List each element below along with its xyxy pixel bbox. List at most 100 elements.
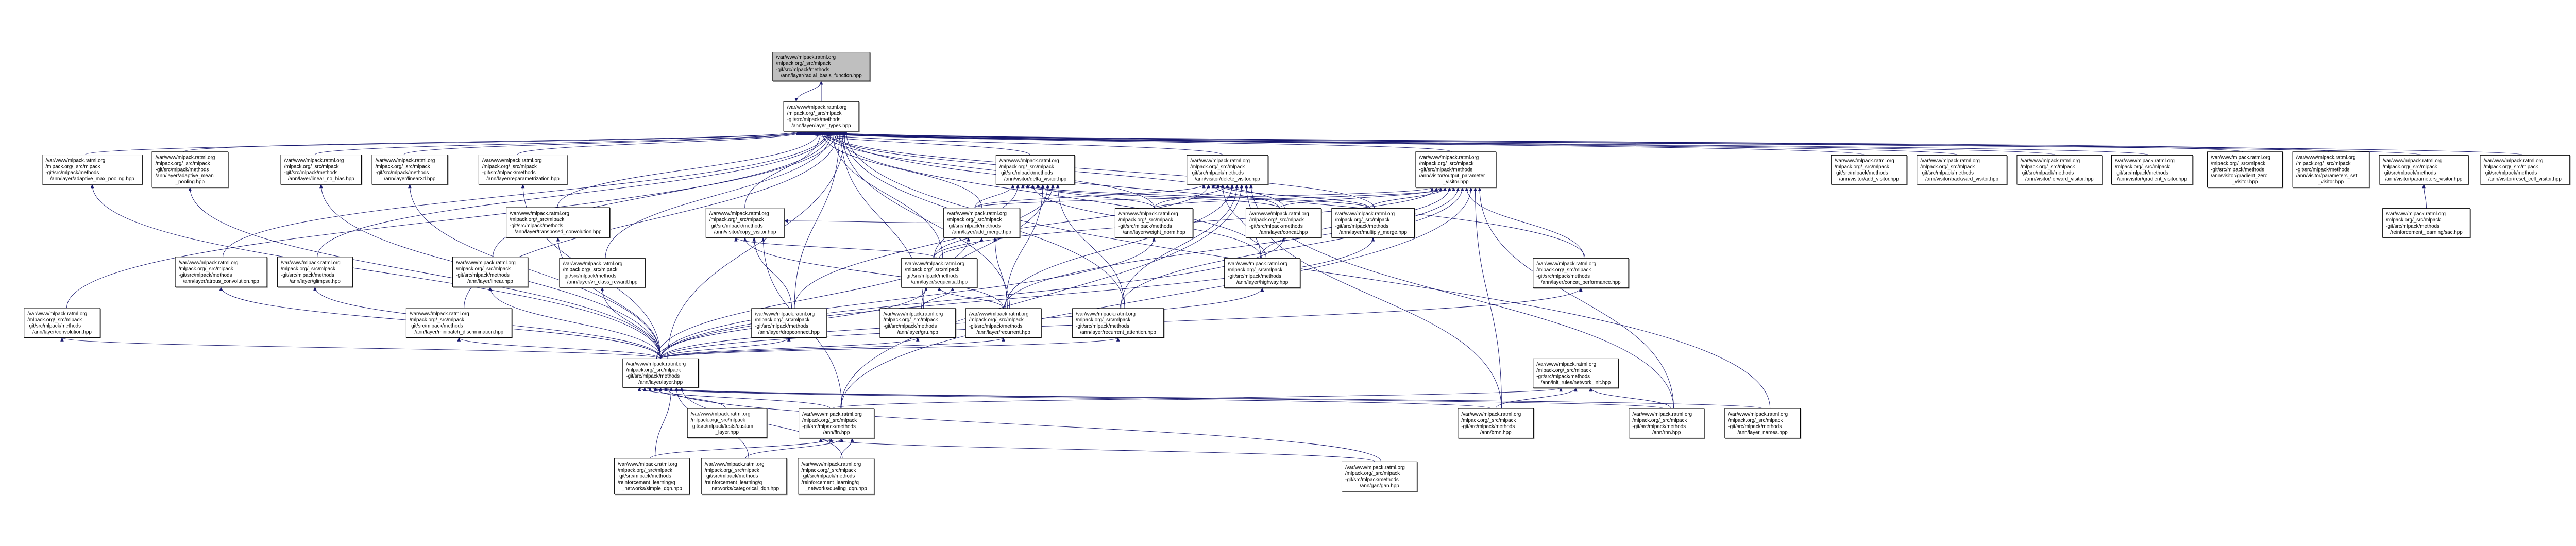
node-backward-visitor[interactable]: /var/www/mlpack.ratml.org/mlpack.org/_sr…: [1917, 155, 2008, 185]
edge-custom_layer-to-layer: [653, 387, 726, 409]
node-label-line: /mlpack.org/_src/mlpack: [1335, 217, 1389, 223]
node-label-line: -git/src/mlpack/methods: [947, 223, 1001, 229]
node-label-line: /reinforcement_learning/q: [801, 480, 858, 486]
edge-layer-to-multiply_merge: [660, 237, 1375, 359]
node-label-line: /var/www/mlpack.ratml.org: [1461, 412, 1521, 417]
node-label-line: /ann/visitor/parameters_set: [2296, 173, 2358, 179]
node-label-line: /ann/visitor/parameters_visitor.hpp: [2385, 177, 2463, 182]
node-reparametrization[interactable]: /var/www/mlpack.ratml.org/mlpack.org/_sr…: [478, 155, 568, 185]
node-reset-cell-visitor[interactable]: /var/www/mlpack.ratml.org/mlpack.org/_sr…: [2480, 155, 2571, 185]
edge-gan-to-layer: [664, 387, 1381, 462]
node-label-line: /mlpack.org/_src/mlpack: [1728, 418, 1783, 423]
node-add-visitor[interactable]: /var/www/mlpack.ratml.org/mlpack.org/_sr…: [1831, 155, 1908, 185]
node-label-line: /mlpack.org/_src/mlpack: [947, 217, 1002, 223]
edge-dropconnect-to-layer_types: [794, 130, 841, 309]
node-shadow: [406, 308, 513, 339]
node-parameters-set-visitor[interactable]: /var/www/mlpack.ratml.org/mlpack.org/_sr…: [2292, 151, 2370, 189]
node-copy-visitor[interactable]: /var/www/mlpack.ratml.org/mlpack.org/_sr…: [705, 208, 785, 238]
node-label-line: /ann/visitor/reset_cell_visitor.hpp: [2488, 177, 2562, 182]
node-adaptive-mean-pooling[interactable]: /var/www/mlpack.ratml.org/mlpack.org/_sr…: [151, 151, 229, 189]
node-box: [2111, 155, 2193, 185]
node-sequential[interactable]: /var/www/mlpack.ratml.org/mlpack.org/_sr…: [901, 258, 978, 288]
node-shadow: [799, 408, 875, 439]
node-vr-class-reward[interactable]: /var/www/mlpack.ratml.org/mlpack.org/_sr…: [559, 258, 646, 288]
node-label-line: /var/www/mlpack.ratml.org: [626, 361, 686, 367]
node-label-line: _visitor.hpp: [2317, 179, 2344, 185]
node-sac[interactable]: /var/www/mlpack.ratml.org/mlpack.org/_sr…: [2382, 208, 2471, 238]
node-layer-names[interactable]: /var/www/mlpack.ratml.org/mlpack.org/_sr…: [1724, 408, 1802, 439]
node-box: [943, 208, 1020, 238]
node-gan[interactable]: /var/www/mlpack.ratml.org/mlpack.org/_sr…: [1341, 461, 1418, 492]
node-delta-visitor[interactable]: /var/www/mlpack.ratml.org/mlpack.org/_sr…: [995, 155, 1076, 185]
node-forward-visitor[interactable]: /var/www/mlpack.ratml.org/mlpack.org/_sr…: [2016, 155, 2103, 185]
node-gradient-visitor[interactable]: /var/www/mlpack.ratml.org/mlpack.org/_sr…: [2111, 155, 2194, 185]
node-weight-norm[interactable]: /var/www/mlpack.ratml.org/mlpack.org/_sr…: [1114, 208, 1194, 238]
node-output-parameter-visitor[interactable]: /var/www/mlpack.ratml.org/mlpack.org/_sr…: [1415, 151, 1497, 189]
node-label-line: /mlpack.org/_src/mlpack: [969, 317, 1024, 323]
node-ffn[interactable]: /var/www/mlpack.ratml.org/mlpack.org/_sr…: [799, 408, 875, 439]
node-label-line: -git/src/mlpack/methods: [969, 323, 1023, 329]
node-gru[interactable]: /var/www/mlpack.ratml.org/mlpack.org/_sr…: [879, 308, 957, 339]
node-shadow: [2112, 156, 2194, 185]
node-label-line: /var/www/mlpack.ratml.org: [2484, 158, 2544, 164]
node-shadow: [1246, 209, 1322, 238]
edge-add_merge-to-output_parameter_visitor: [974, 186, 1434, 209]
node-transposed-convolution[interactable]: /var/www/mlpack.ratml.org/mlpack.org/_sr…: [506, 207, 611, 238]
node-highway[interactable]: /var/www/mlpack.ratml.org/mlpack.org/_sr…: [1224, 258, 1301, 289]
node-parameters-visitor[interactable]: /var/www/mlpack.ratml.org/mlpack.org/_sr…: [2379, 155, 2469, 185]
edge-rnn-to-layer: [649, 387, 1664, 409]
edge-reparametrization-to-layer_types: [517, 130, 805, 155]
node-shadow: [453, 257, 529, 288]
node-adaptive-max-pooling[interactable]: /var/www/mlpack.ratml.org/mlpack.org/_sr…: [42, 155, 143, 185]
node-simple-dqn[interactable]: /var/www/mlpack.ratml.org/mlpack.org/_sr…: [614, 458, 690, 496]
node-atrous-convolution[interactable]: /var/www/mlpack.ratml.org/mlpack.org/_sr…: [175, 257, 268, 288]
node-box: [701, 458, 787, 494]
node-label-line: /ann/layer/multiply_merge.hpp: [1339, 230, 1407, 235]
node-label-line: /var/www/mlpack.ratml.org: [1076, 311, 1136, 317]
node-glimpse[interactable]: /var/www/mlpack.ratml.org/mlpack.org/_sr…: [277, 257, 353, 288]
node-shadow: [278, 257, 353, 288]
node-layer[interactable]: /var/www/mlpack.ratml.org/mlpack.org/_sr…: [622, 358, 700, 388]
node-brnn[interactable]: /var/www/mlpack.ratml.org/mlpack.org/_sr…: [1458, 408, 1535, 439]
node-label-line: /mlpack.org/_src/mlpack: [2211, 161, 2265, 166]
node-label-line: -git/src/mlpack/methods: [482, 170, 536, 176]
node-rnn[interactable]: /var/www/mlpack.ratml.org/mlpack.org/_sr…: [1629, 408, 1705, 439]
node-layer-types[interactable]: /var/www/mlpack.ratml.org/mlpack.org/_sr…: [783, 101, 860, 132]
node-label-line: -git/src/mlpack/methods: [1118, 224, 1172, 229]
node-recurrent[interactable]: /var/www/mlpack.ratml.org/mlpack.org/_sr…: [965, 308, 1042, 339]
node-recurrent-attention[interactable]: /var/www/mlpack.ratml.org/mlpack.org/_sr…: [1072, 308, 1165, 339]
node-label-line: /reinforcement_learning/sac.hpp: [2390, 230, 2463, 235]
node-network-init[interactable]: /var/www/mlpack.ratml.org/mlpack.org/_sr…: [1533, 358, 1619, 389]
node-label-line: /mlpack.org/_src/mlpack: [776, 61, 831, 66]
node-label-line: -git/src/mlpack/methods: [1632, 424, 1686, 430]
edge-layer-to-highway: [660, 287, 1264, 359]
node-linear[interactable]: /var/www/mlpack.ratml.org/mlpack.org/_sr…: [452, 257, 529, 288]
node-dropconnect[interactable]: /var/www/mlpack.ratml.org/mlpack.org/_sr…: [751, 308, 827, 339]
node-add-merge[interactable]: /var/www/mlpack.ratml.org/mlpack.org/_sr…: [943, 208, 1021, 238]
node-concat[interactable]: /var/www/mlpack.ratml.org/mlpack.org/_sr…: [1245, 208, 1322, 238]
node-label-line: /var/www/mlpack.ratml.org: [281, 260, 341, 266]
node-shadow: [372, 155, 449, 185]
node-gradient-zero-visitor[interactable]: /var/www/mlpack.ratml.org/mlpack.org/_sr…: [2207, 151, 2284, 189]
node-label-line: _pooling.hpp: [175, 179, 205, 185]
node-label-line: /ann/visitor/delete_visitor.hpp: [1195, 177, 1260, 182]
node-label-line: -git/src/mlpack/methods: [709, 223, 763, 229]
node-categorical-dqn[interactable]: /var/www/mlpack.ratml.org/mlpack.org/_sr…: [701, 458, 788, 496]
node-label-line: -git/src/mlpack/methods: [1190, 170, 1244, 176]
node-concat-performance[interactable]: /var/www/mlpack.ratml.org/mlpack.org/_sr…: [1533, 258, 1630, 289]
node-custom-layer[interactable]: /var/www/mlpack.ratml.org/mlpack.org/_sr…: [687, 408, 768, 439]
node-box: [798, 458, 874, 494]
node-radial-basis-function[interactable]: /var/www/mlpack.ratml.org/mlpack.org/_sr…: [772, 52, 871, 82]
node-convolution[interactable]: /var/www/mlpack.ratml.org/mlpack.org/_sr…: [24, 308, 101, 339]
node-delete-visitor[interactable]: /var/www/mlpack.ratml.org/mlpack.org/_sr…: [1187, 155, 1269, 185]
node-dueling-dqn[interactable]: /var/www/mlpack.ratml.org/mlpack.org/_sr…: [798, 458, 875, 496]
node-shadow: [1832, 156, 1908, 185]
node-box: [1917, 155, 2007, 185]
node-linear-no-bias[interactable]: /var/www/mlpack.ratml.org/mlpack.org/_sr…: [280, 155, 363, 185]
node-multiply-merge[interactable]: /var/www/mlpack.ratml.org/mlpack.org/_sr…: [1331, 208, 1416, 238]
node-linear3d[interactable]: /var/www/mlpack.ratml.org/mlpack.org/_sr…: [371, 155, 449, 185]
node-shadow: [1073, 309, 1165, 339]
node-label-line: -git/src/mlpack/methods: [801, 474, 855, 480]
node-minibatch-discrimination[interactable]: /var/www/mlpack.ratml.org/mlpack.org/_sr…: [405, 308, 513, 339]
node-shadow: [966, 309, 1042, 339]
